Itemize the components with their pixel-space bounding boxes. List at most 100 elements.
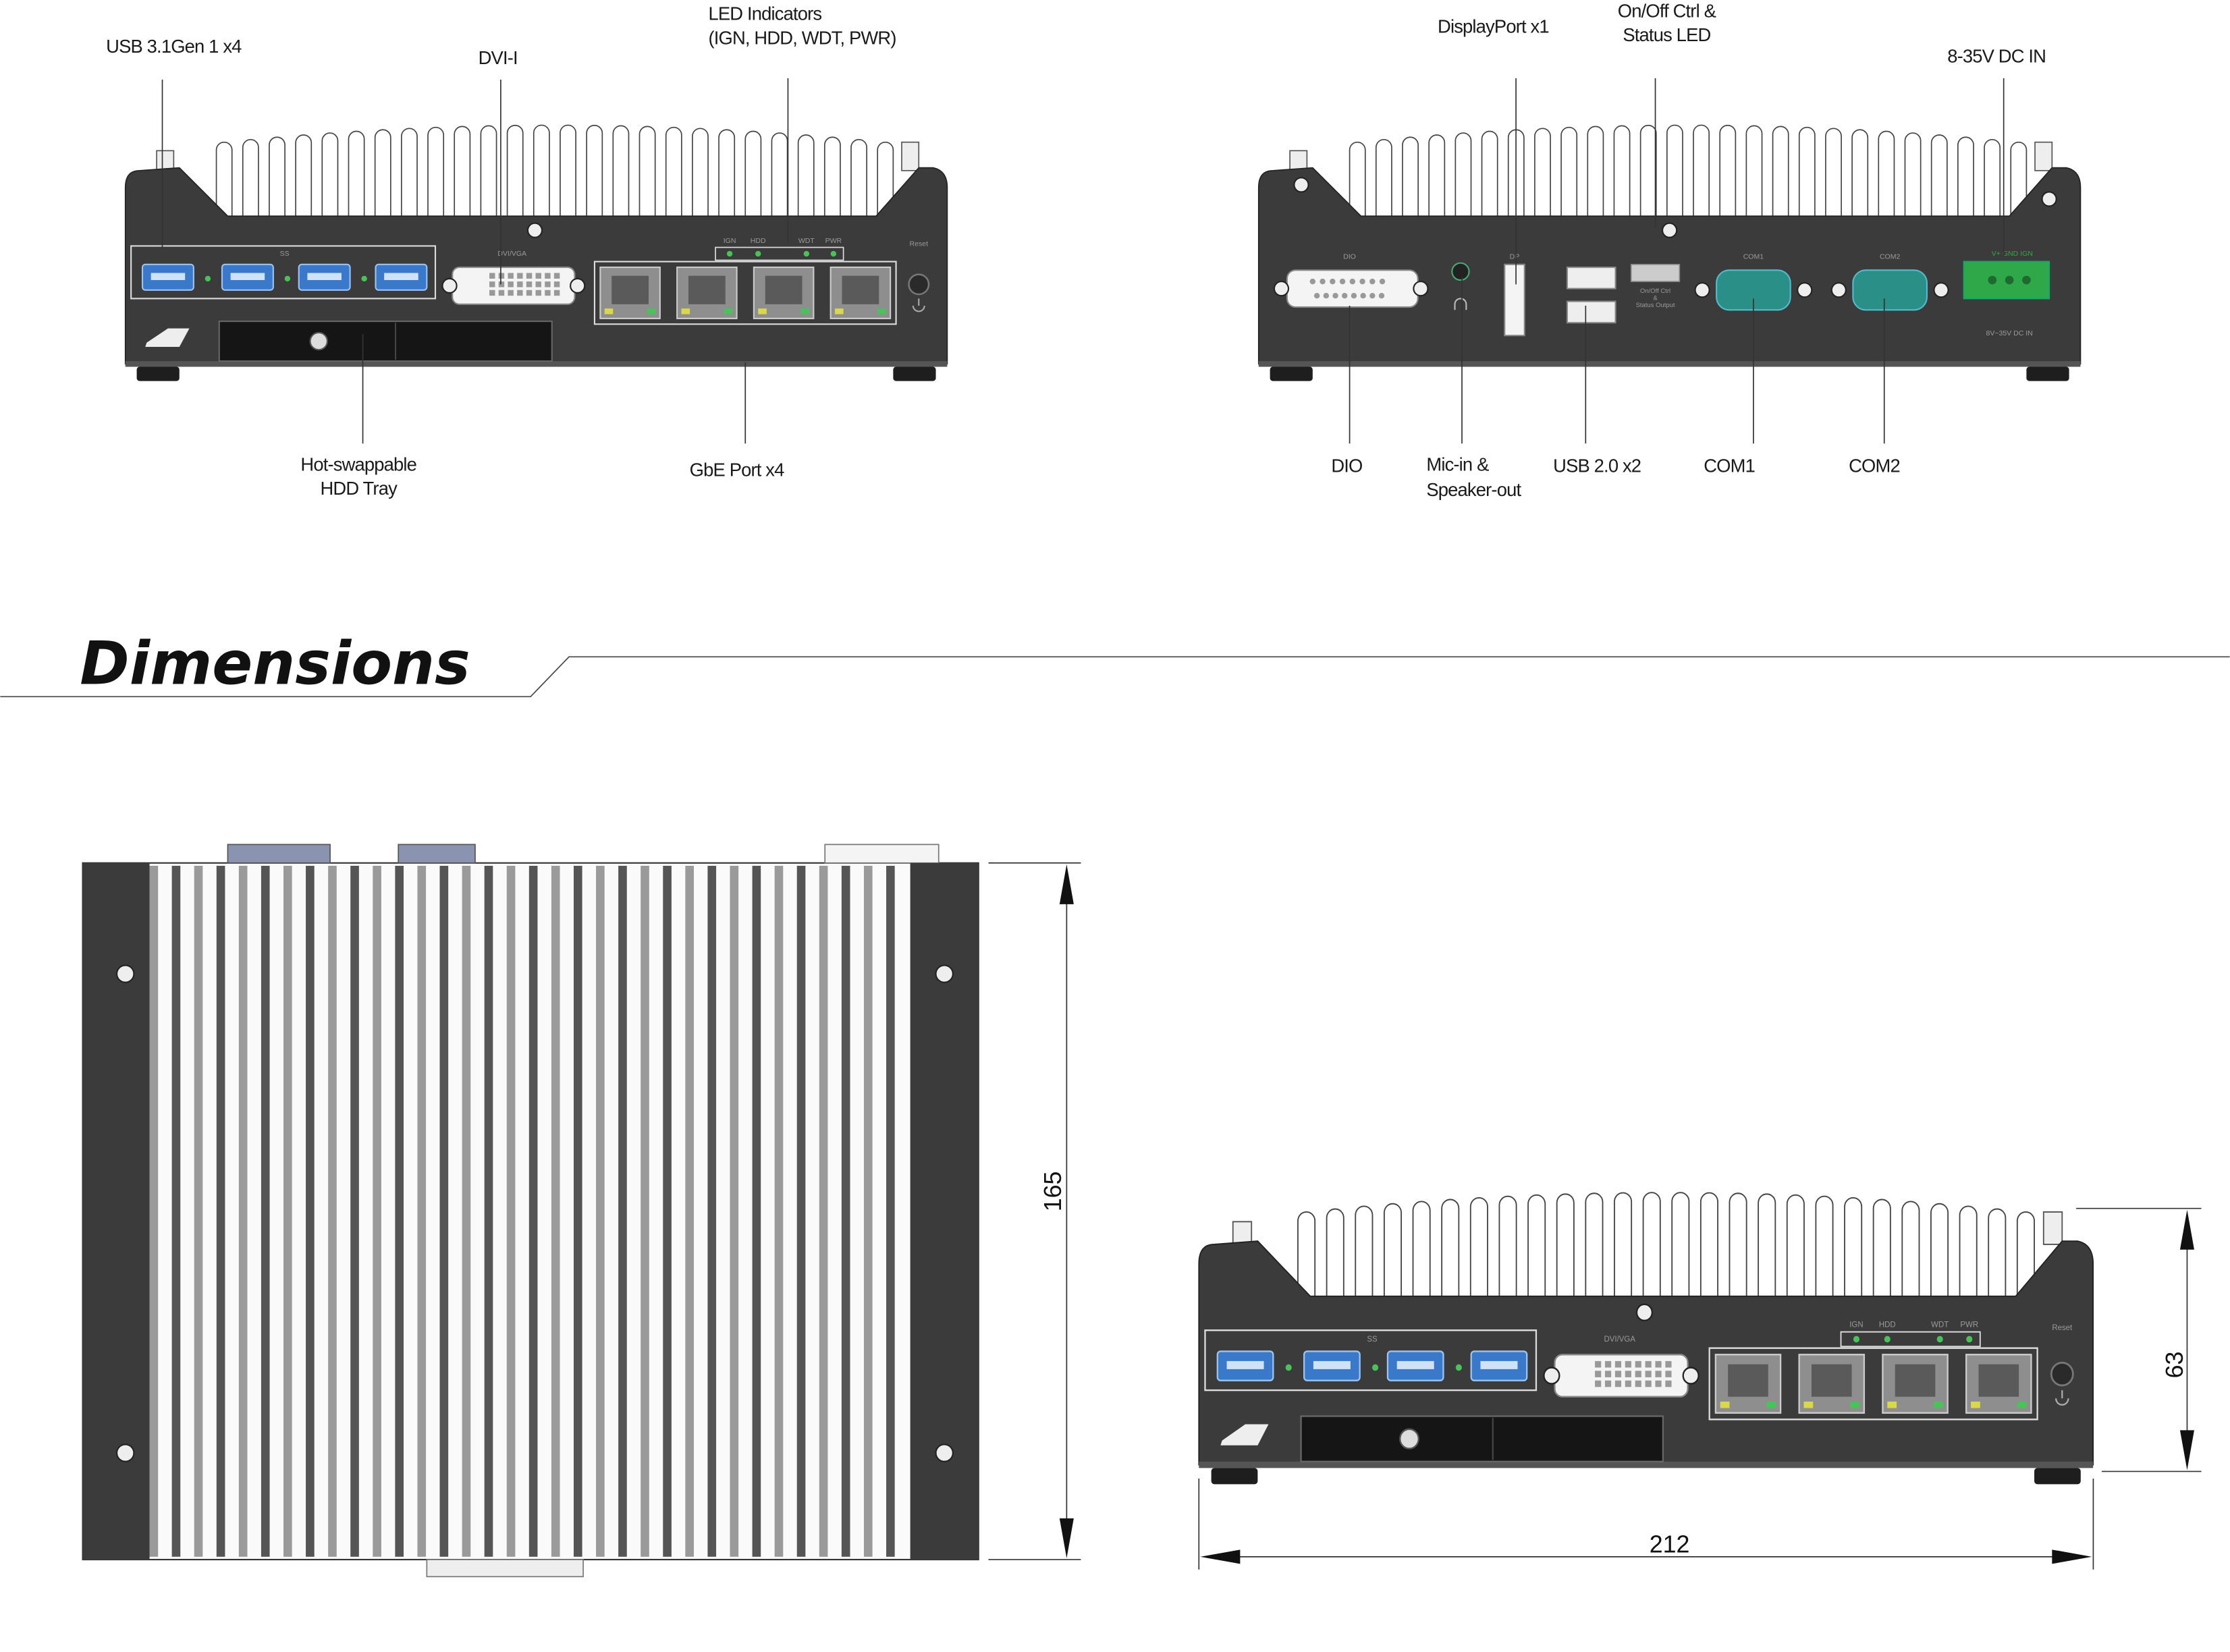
lan-led-yellow [834,308,844,314]
screw-icon [935,964,954,983]
dio-pin [1369,292,1376,299]
dvi-pin [489,273,495,279]
dvi-pin [545,273,551,279]
lan-group-frame [593,260,897,325]
dio-pin [1360,292,1366,299]
dio-pin [1330,278,1336,285]
power-button [2050,1361,2074,1387]
foot [1270,366,1313,381]
screw-icon [935,1443,954,1462]
screw-icon [116,1443,135,1462]
width-value: 212 [1650,1531,1690,1558]
usb-led [1285,1364,1292,1371]
usb3-port-tongue [1313,1360,1351,1369]
dvi-pin [1635,1371,1641,1377]
screw-icon [116,964,135,983]
chassis-base [1258,361,2081,367]
lan-led-yellow [681,308,690,314]
lan-led-green [724,308,733,314]
displayport-port [1504,263,1525,337]
dvi-pin [508,290,514,296]
brand-logo [145,328,190,348]
top-connector [398,844,476,864]
dvi-pin [1604,1371,1612,1377]
heatsink-stripe [796,865,806,1557]
screw-icon [1830,282,1847,298]
antenna-post [2042,1211,2063,1245]
heatsink-stripe [417,865,427,1557]
dvi-pin [1655,1371,1662,1377]
lan-led-yellow [1803,1401,1814,1408]
led-label-hdd: HDD [751,237,766,245]
callout-led-2: (IGN, HDD, WDT, PWR) [708,27,896,48]
com1-marking: COM1 [1743,252,1764,260]
dvi-pin [1614,1371,1622,1377]
dio-port [1286,269,1419,308]
callout-onoff-2: Status LED [1623,24,1710,45]
dio-pin [1359,278,1365,285]
heatsink-stripe [350,865,359,1557]
brand-logo [1220,1424,1269,1446]
lan-led-green [1934,1401,1943,1408]
usb-led [1455,1364,1462,1371]
dio-pin [1342,292,1348,299]
heatsink-stripe [306,865,315,1557]
status-led [1853,1336,1860,1343]
led-label-ign: IGN [1849,1320,1863,1329]
heatsink-stripe [573,865,582,1557]
dio-pin [1349,278,1356,285]
dvi-pin [1635,1380,1641,1387]
status-led [726,250,733,257]
led-indicator-frame [715,246,844,261]
dvi-pin [1614,1360,1622,1368]
lan-led-yellow [1720,1401,1730,1408]
dvi-pin [1665,1360,1672,1368]
hdd-tray [218,321,553,362]
callout-dcin: 8-35V DC IN [1947,46,2046,67]
ss-usb-marking: SS [1367,1335,1377,1344]
foot [2026,366,2069,381]
terminal-screw [1988,275,1997,285]
dvi-pin [1595,1380,1602,1387]
status-led [830,250,837,257]
heatsink-stripe [841,865,850,1557]
heatsink-stripe [283,865,292,1557]
dvi-pin [498,273,505,279]
antenna-post [2034,141,2053,171]
com2-port [1852,269,1928,311]
screw-icon [1413,281,1429,297]
callout-onoff-1: On/Off Ctrl & [1618,0,1716,21]
callout-led-1: LED Indicators [708,3,821,24]
heatsink-stripe [707,865,717,1557]
dvi-pin [545,290,551,296]
lan-led-yellow [758,308,767,314]
dio-pin [1320,278,1326,285]
power-icon [2055,1390,2069,1406]
screw-icon [1543,1367,1560,1385]
callout-displayport: DisplayPort x1 [1438,16,1549,36]
dvi-pin [526,290,533,296]
heatsink-stripe [551,865,560,1557]
usb3-port-tongue [151,273,186,281]
heatsink-stripe [171,865,181,1557]
dvi-pin [1665,1371,1672,1377]
heatsink-stripe [819,865,828,1557]
screw-icon [1273,281,1290,297]
top-connector [824,844,940,864]
screw-icon [1635,1303,1654,1322]
heatsink-stripe [506,865,516,1557]
onoff-marking-3: Status Output [1636,302,1675,309]
heatsink-stripe [439,865,449,1557]
led-label-wdt: WDT [798,237,815,245]
dvi-pin [553,290,560,296]
reset-label: Reset [2052,1323,2073,1332]
dio-pin [1339,278,1346,285]
lan-led-green [800,308,810,314]
usb2-port [1566,267,1616,290]
dvi-pin [526,281,533,287]
height-value: 63 [2161,1352,2188,1379]
heatsink-stripe [618,865,627,1557]
heatsink-stripe [663,865,672,1557]
